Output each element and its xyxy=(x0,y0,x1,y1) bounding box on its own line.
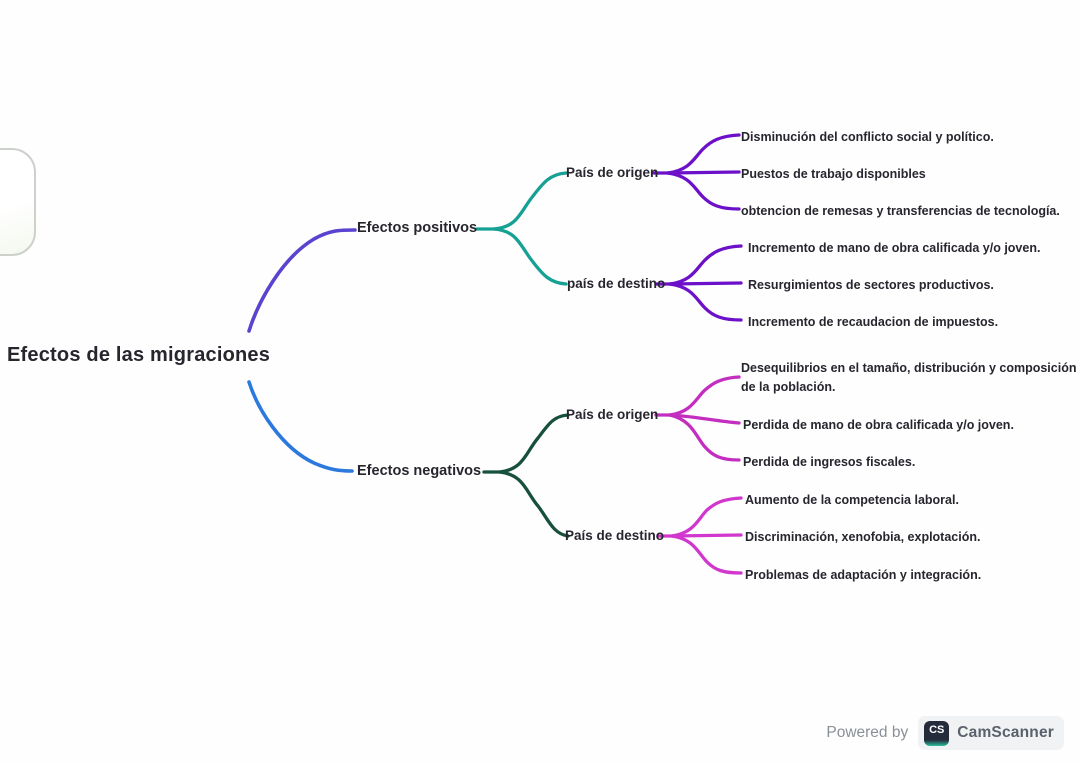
node-positive-pais-destino: país de destino xyxy=(567,276,666,291)
leaf-negative-origin-2: Perdida de mano de obra calificada y/o j… xyxy=(743,418,1014,432)
leaf-positive-origin-3: obtencion de remesas y transferencias de… xyxy=(741,204,1060,218)
node-efectos-negativos: Efectos negativos xyxy=(357,463,482,479)
leaf-positive-destination-1: Incremento de mano de obra calificada y/… xyxy=(748,241,1041,255)
node-positive-pais-origen: País de origen xyxy=(566,165,659,180)
leaf-positive-origin-1: Disminución del conflicto social y polít… xyxy=(741,130,994,144)
leaf-negative-origin-3: Perdida de ingresos fiscales. xyxy=(743,455,916,469)
root-node-title: Efectos de las migraciones xyxy=(7,344,271,366)
leaf-positive-destination-3: Incremento de recaudacion de impuestos. xyxy=(748,315,999,329)
node-efectos-positivos: Efectos positivos xyxy=(357,220,478,236)
leaf-positive-origin-2: Puestos de trabajo disponibles xyxy=(741,167,926,181)
camscanner-logo-icon: CS xyxy=(924,720,950,746)
leaf-positive-destination-2: Resurgimientos de sectores productivos. xyxy=(748,278,994,292)
camscanner-badge[interactable]: CS CamScanner xyxy=(918,716,1064,750)
footer-watermark: Powered by CS CamScanner xyxy=(826,716,1064,750)
leaf-negative-destination-1: Aumento de la competencia laboral. xyxy=(745,493,959,507)
powered-by-label: Powered by xyxy=(826,724,909,741)
leaf-negative-origin-1: Desequilibrios en el tamaño, distribució… xyxy=(741,361,1077,394)
leaf-negative-destination-3: Problemas de adaptación y integración. xyxy=(745,568,982,582)
scan-artifact-shape xyxy=(0,148,36,256)
camscanner-brand-label: CamScanner xyxy=(957,724,1054,741)
node-negative-pais-origen: País de origen xyxy=(566,407,659,422)
node-negative-pais-destino: País de destino xyxy=(565,528,665,543)
leaf-negative-destination-2: Discriminación, xenofobia, explotación. xyxy=(745,530,981,544)
